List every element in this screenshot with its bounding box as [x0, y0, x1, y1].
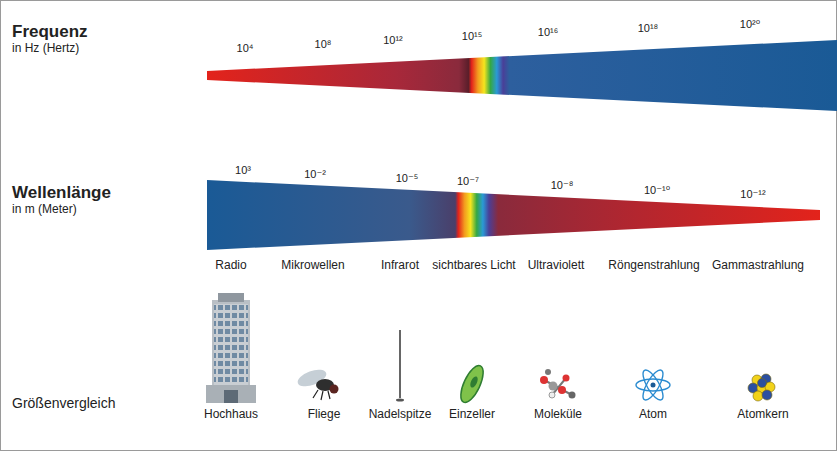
nucleus-icon — [748, 374, 775, 401]
size-example: Moleküle — [534, 408, 582, 422]
wavelength-value: 10⁻¹⁰ — [644, 184, 670, 197]
wavelength-wedge — [207, 180, 820, 250]
protozoon-icon — [456, 362, 487, 405]
frequency-value: 10²⁰ — [740, 18, 760, 31]
band-name: Mikrowellen — [281, 259, 344, 273]
row-unit: in Hz (Hertz) — [12, 42, 79, 56]
wavelength-value: 10⁻⁵ — [396, 172, 419, 185]
frequency-value: 10⁸ — [315, 38, 332, 51]
size-example: Atom — [639, 408, 667, 422]
atom-icon — [636, 367, 670, 402]
wavelength-value: 10⁻² — [304, 168, 326, 181]
frequency-wedge — [207, 40, 837, 111]
wavelength-value: 10⁻⁷ — [457, 175, 479, 188]
band-name: Röngenstrahlung — [608, 259, 699, 273]
frequency-value: 10¹⁶ — [538, 26, 558, 39]
wavelength-value: 10⁻⁸ — [551, 179, 574, 192]
size-example: Hochhaus — [204, 408, 258, 422]
fly-icon — [296, 366, 339, 400]
wavelength-value: 10³ — [235, 164, 251, 177]
band-name: Gammastrahlung — [712, 259, 804, 273]
frequency-value: 10¹⁸ — [638, 22, 659, 35]
band-name: Ultraviolett — [528, 259, 585, 273]
row-unit: in m (Meter) — [12, 203, 77, 217]
molecules-icon — [540, 369, 576, 399]
frequency-value: 10¹⁵ — [462, 30, 482, 43]
wavelength-value: 10⁻¹² — [740, 188, 765, 201]
frequency-value: 10¹² — [383, 34, 403, 47]
skyscraper-icon — [206, 293, 256, 403]
band-name: Infrarot — [381, 259, 419, 273]
size-example: Nadelspitze — [369, 408, 432, 422]
row-heading: Wellenlänge — [12, 183, 111, 203]
size-example: Atomkern — [737, 408, 788, 422]
needle-icon — [396, 330, 404, 402]
band-name: sichtbares Licht — [432, 259, 515, 273]
band-name: Radio — [215, 259, 246, 273]
row-heading: Frequenz — [12, 22, 88, 42]
size-example: Einzeller — [449, 408, 495, 422]
row-heading: Größenvergleich — [12, 395, 116, 411]
size-example: Fliege — [308, 408, 341, 422]
frequency-value: 10⁴ — [237, 42, 254, 55]
